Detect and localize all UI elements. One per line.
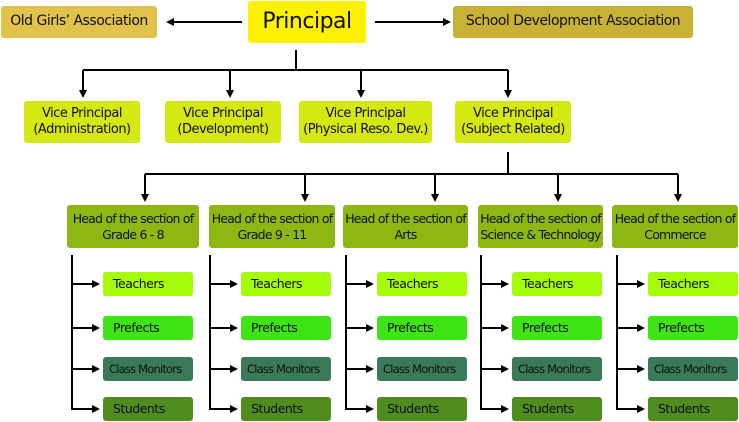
vp-title: Vice Principal [325,105,406,121]
prefects-box: Prefects [648,316,738,340]
teachers-box: Teachers [512,272,602,296]
head-section: Grade 6 - 8 [102,226,164,242]
teachers-box: Teachers [648,272,738,296]
class-monitors-box: Class Monitors [377,357,467,381]
head-section: Arts [394,226,418,242]
vice-principal-administration: Vice Principal(Administration) [24,101,140,143]
head-section: Commerce [644,226,706,242]
vp-area: (Subject Related) [461,122,565,137]
vp-title: Vice Principal [473,105,553,121]
head-title: Head of the section of [345,210,466,226]
class-monitors-box: Class Monitors [648,357,738,381]
vp-area: (Administration) [33,122,131,137]
vp-area: (Physical Reso. Dev.) [303,122,428,137]
old-girls-association-box: Old Girls’ Association [1,6,157,38]
class-monitors-box: Class Monitors [103,357,193,381]
vice-principal-physical: Vice Principal(Physical Reso. Dev.) [299,101,432,143]
vice-principal-subject: Vice Principal(Subject Related) [455,101,571,143]
prefects-box: Prefects [241,316,331,340]
head-title: Head of the section of [480,210,601,226]
prefects-box: Prefects [103,316,193,340]
vice-principal-development: Vice Principal(Development) [165,101,281,143]
students-box: Students [512,397,602,421]
vp-title: Vice Principal [42,105,122,121]
head-section: Science & Technology [480,226,601,242]
prefects-box: Prefects [377,316,467,340]
prefects-box: Prefects [512,316,602,340]
principal-box: Principal [248,1,366,43]
teachers-box: Teachers [241,272,331,296]
students-box: Students [103,397,193,421]
school-development-association-box: School Development Association [453,6,693,38]
class-monitors-box: Class Monitors [241,357,331,381]
head-title: Head of the section of [72,210,194,226]
head-section: Grade 9 - 11 [237,226,308,242]
vp-area: (Development) [177,122,269,137]
teachers-box: Teachers [377,272,467,296]
vp-title: Vice Principal [183,105,263,121]
students-box: Students [241,397,331,421]
teachers-box: Teachers [103,272,193,296]
students-box: Students [648,397,738,421]
class-monitors-box: Class Monitors [512,357,602,381]
head-title: Head of the section of [614,210,736,226]
students-box: Students [377,397,467,421]
head-title: Head of the section of [211,210,333,226]
